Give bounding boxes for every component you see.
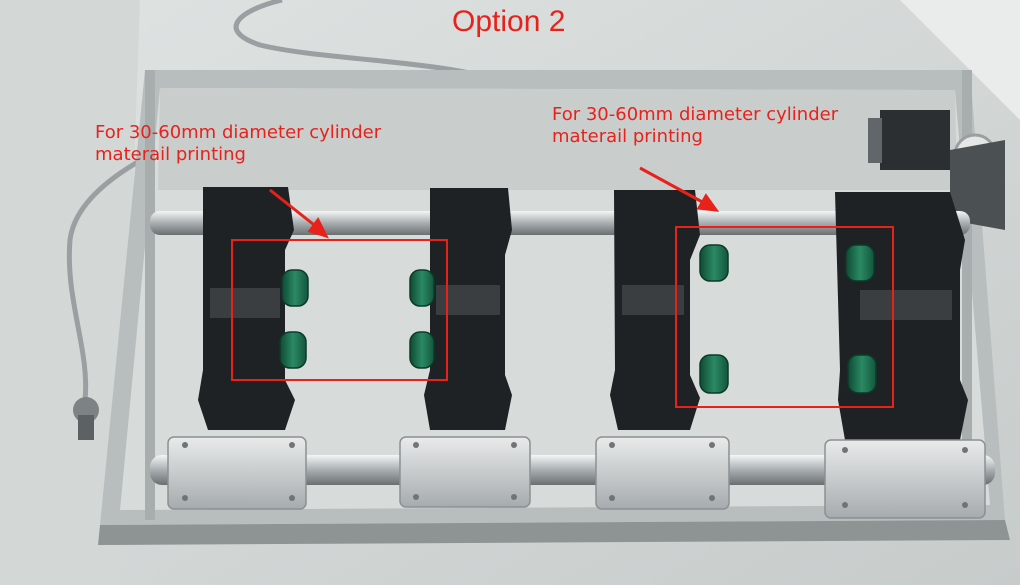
annotation-left-line1: For 30-60mm diameter cylinder — [95, 122, 382, 143]
annotation-right: For 30-60mm diameter cylinder materail p… — [552, 104, 838, 147]
annotation-left-line2: materail printing — [95, 143, 246, 165]
annotation-left: For 30-60mm diameter cylinder materail p… — [95, 122, 381, 165]
highlight-box-right — [675, 226, 894, 408]
highlight-box-left — [231, 239, 448, 381]
annotation-right-line1: For 30-60mm diameter cylinder — [552, 104, 839, 125]
option-title: Option 2 — [452, 5, 566, 38]
annotation-right-line2: materail printing — [552, 125, 703, 147]
